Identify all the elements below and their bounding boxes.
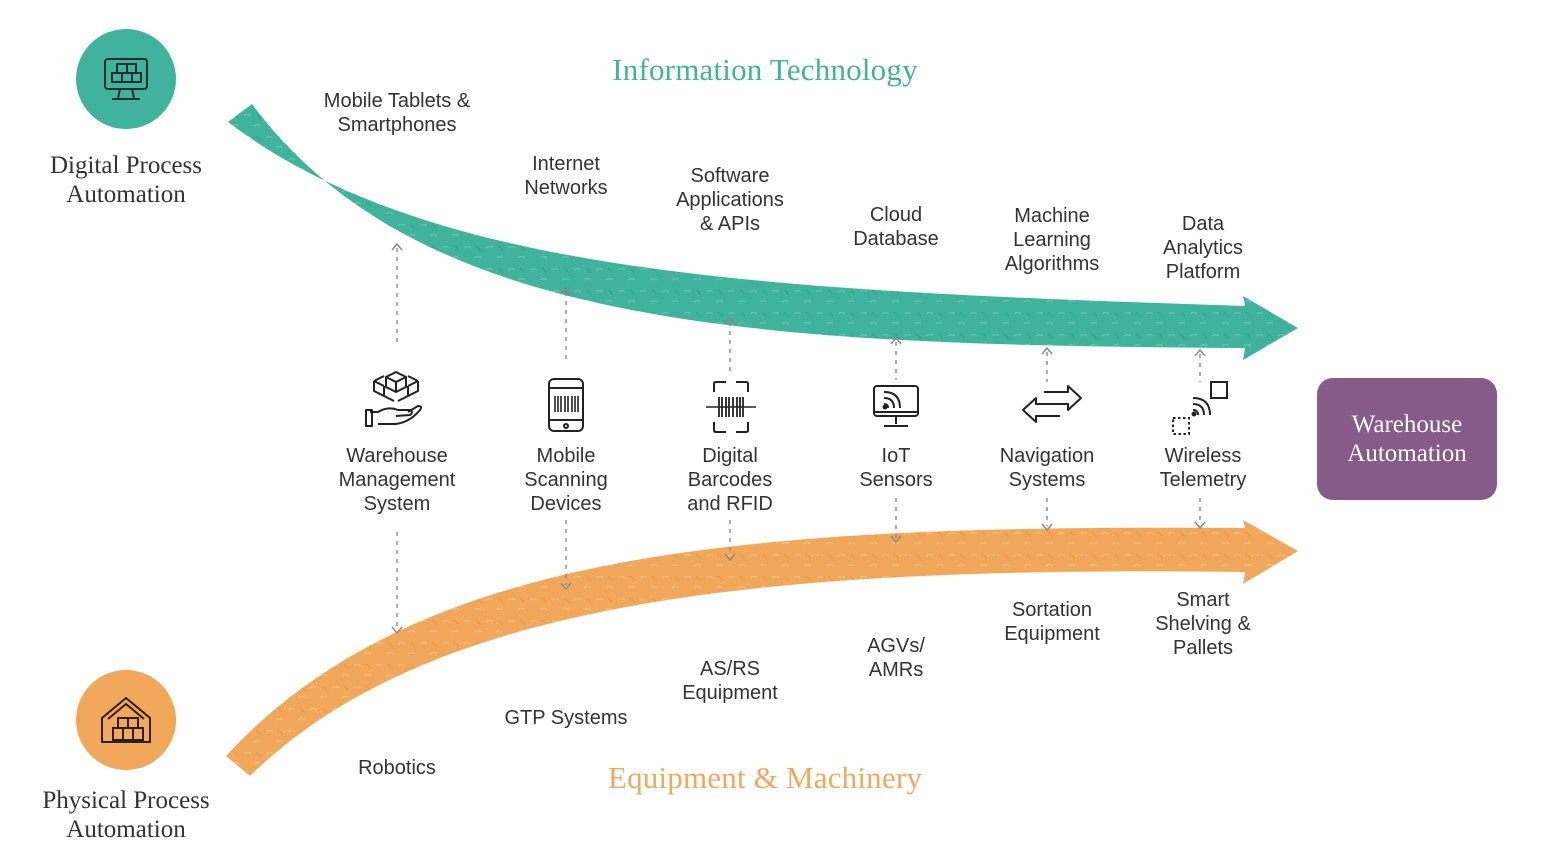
- iot-monitor-icon: [873, 385, 919, 427]
- it-item: Software Applications & APIs: [676, 165, 784, 235]
- middle-item: Navigation Systems: [999, 445, 1095, 491]
- it-item: Internet Networks: [524, 153, 608, 199]
- it-item: Machine Learning Algorithms: [1004, 205, 1100, 275]
- em-item: GTP Systems: [504, 707, 628, 729]
- em-item: Smart Shelving & Pallets: [1155, 589, 1251, 659]
- cubes-hand-icon: [365, 371, 423, 427]
- dashed-connectors: [396, 248, 1201, 630]
- monitor-boxes-icon: [104, 58, 148, 100]
- em-item: AGVs/ AMRs: [867, 635, 925, 681]
- mobile-scanner-icon: [548, 378, 584, 432]
- em-title: Equipment & Machinery: [607, 760, 923, 795]
- connector-arrowheads: [391, 242, 1206, 635]
- middle-item: IoT Sensors: [859, 445, 933, 491]
- it-item: Cloud Database: [853, 204, 939, 250]
- em-swoosh-arrow: [226, 520, 1298, 776]
- middle-item: Digital Barcodes and RFID: [687, 445, 773, 515]
- barcode-scan-icon: [706, 381, 756, 433]
- digital-automation-label: Digital Process Automation: [49, 152, 203, 208]
- digital-circle: [76, 29, 176, 129]
- middle-item: Warehouse Management System: [338, 445, 456, 515]
- em-item: AS/RS Equipment: [682, 658, 778, 704]
- warehouse-boxes-icon: [101, 696, 151, 743]
- physical-automation-label: Physical Process Automation: [42, 787, 210, 843]
- it-title: Information Technology: [612, 52, 918, 87]
- two-way-arrows-icon: [1022, 385, 1082, 423]
- it-item: Data Analytics Platform: [1162, 213, 1244, 283]
- em-item: Robotics: [358, 757, 436, 779]
- wireless-signal-icon: [1172, 381, 1228, 435]
- middle-item: Mobile Scanning Devices: [524, 445, 608, 515]
- physical-circle: [76, 670, 176, 770]
- middle-item: Wireless Telemetry: [1159, 445, 1247, 491]
- it-item: Mobile Tablets & Smartphones: [323, 90, 471, 136]
- warehouse-automation-box: Warehouse Automation: [1317, 378, 1497, 500]
- em-item: Sortation Equipment: [1004, 599, 1100, 645]
- it-swoosh-arrow: [228, 104, 1298, 360]
